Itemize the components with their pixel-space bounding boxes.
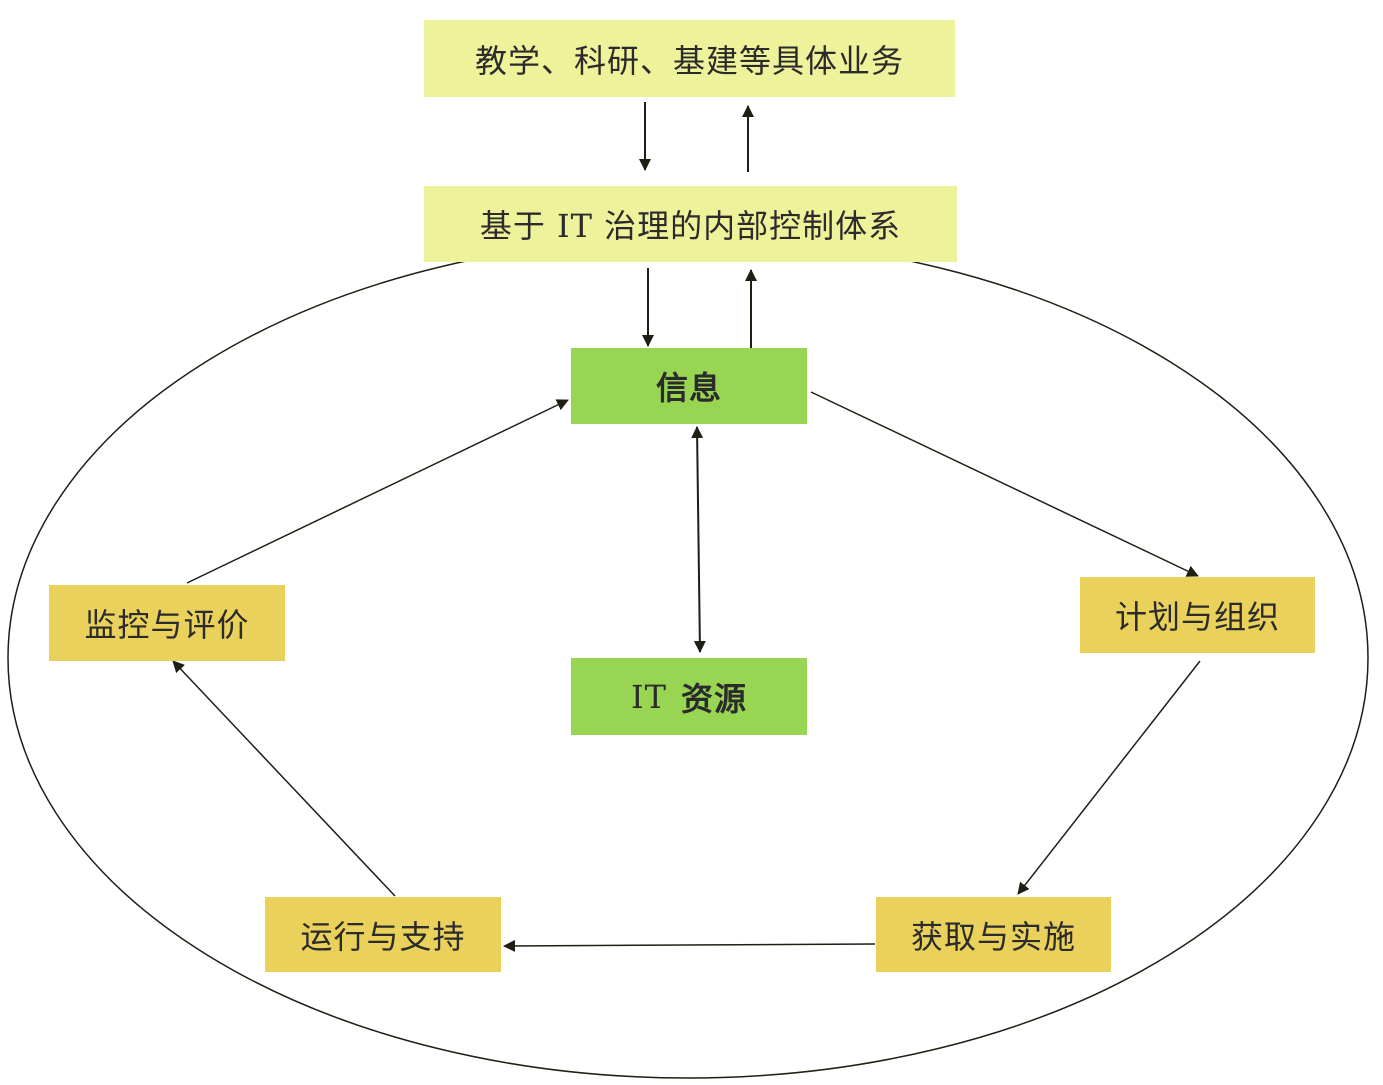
- business-box: 教学、科研、基建等具体业务: [424, 20, 955, 97]
- arrow-acquire-to-operate: [503, 939, 876, 952]
- arrow-plan-to-acquire: [1017, 660, 1201, 895]
- arrow-info-to-plan: [810, 391, 1199, 577]
- acquire-implement-label: 获取与实施: [910, 917, 1076, 956]
- it-resources-box: IT 资源: [571, 658, 807, 735]
- plan-organize-label: 计划与组织: [1114, 598, 1280, 636]
- business-label: 教学、科研、基建等具体业务: [474, 41, 904, 80]
- it-governance-box: 基于 IT 治理的内部控制体系: [424, 186, 957, 262]
- monitor-evaluate-label: 监控与评价: [84, 606, 250, 644]
- it-resources-suffix: 资源: [680, 679, 747, 718]
- information-box: 信息: [571, 348, 807, 424]
- plan-organize-box: 计划与组织: [1080, 577, 1315, 653]
- arrow-info-resources-bidirectional: [691, 426, 706, 653]
- arrow-monitor-to-info: [186, 399, 569, 584]
- arrow-operate-to-monitor: [172, 660, 396, 897]
- acquire-implement-box: 获取与实施: [876, 897, 1111, 972]
- monitor-evaluate-box: 监控与评价: [49, 585, 285, 661]
- it-resources-prefix: IT: [631, 677, 667, 716]
- it-governance-label: 基于 IT 治理的内部控制体系: [479, 207, 902, 245]
- operate-support-label: 运行与支持: [300, 917, 466, 956]
- information-label: 信息: [655, 369, 722, 407]
- operate-support-box: 运行与支持: [265, 897, 501, 972]
